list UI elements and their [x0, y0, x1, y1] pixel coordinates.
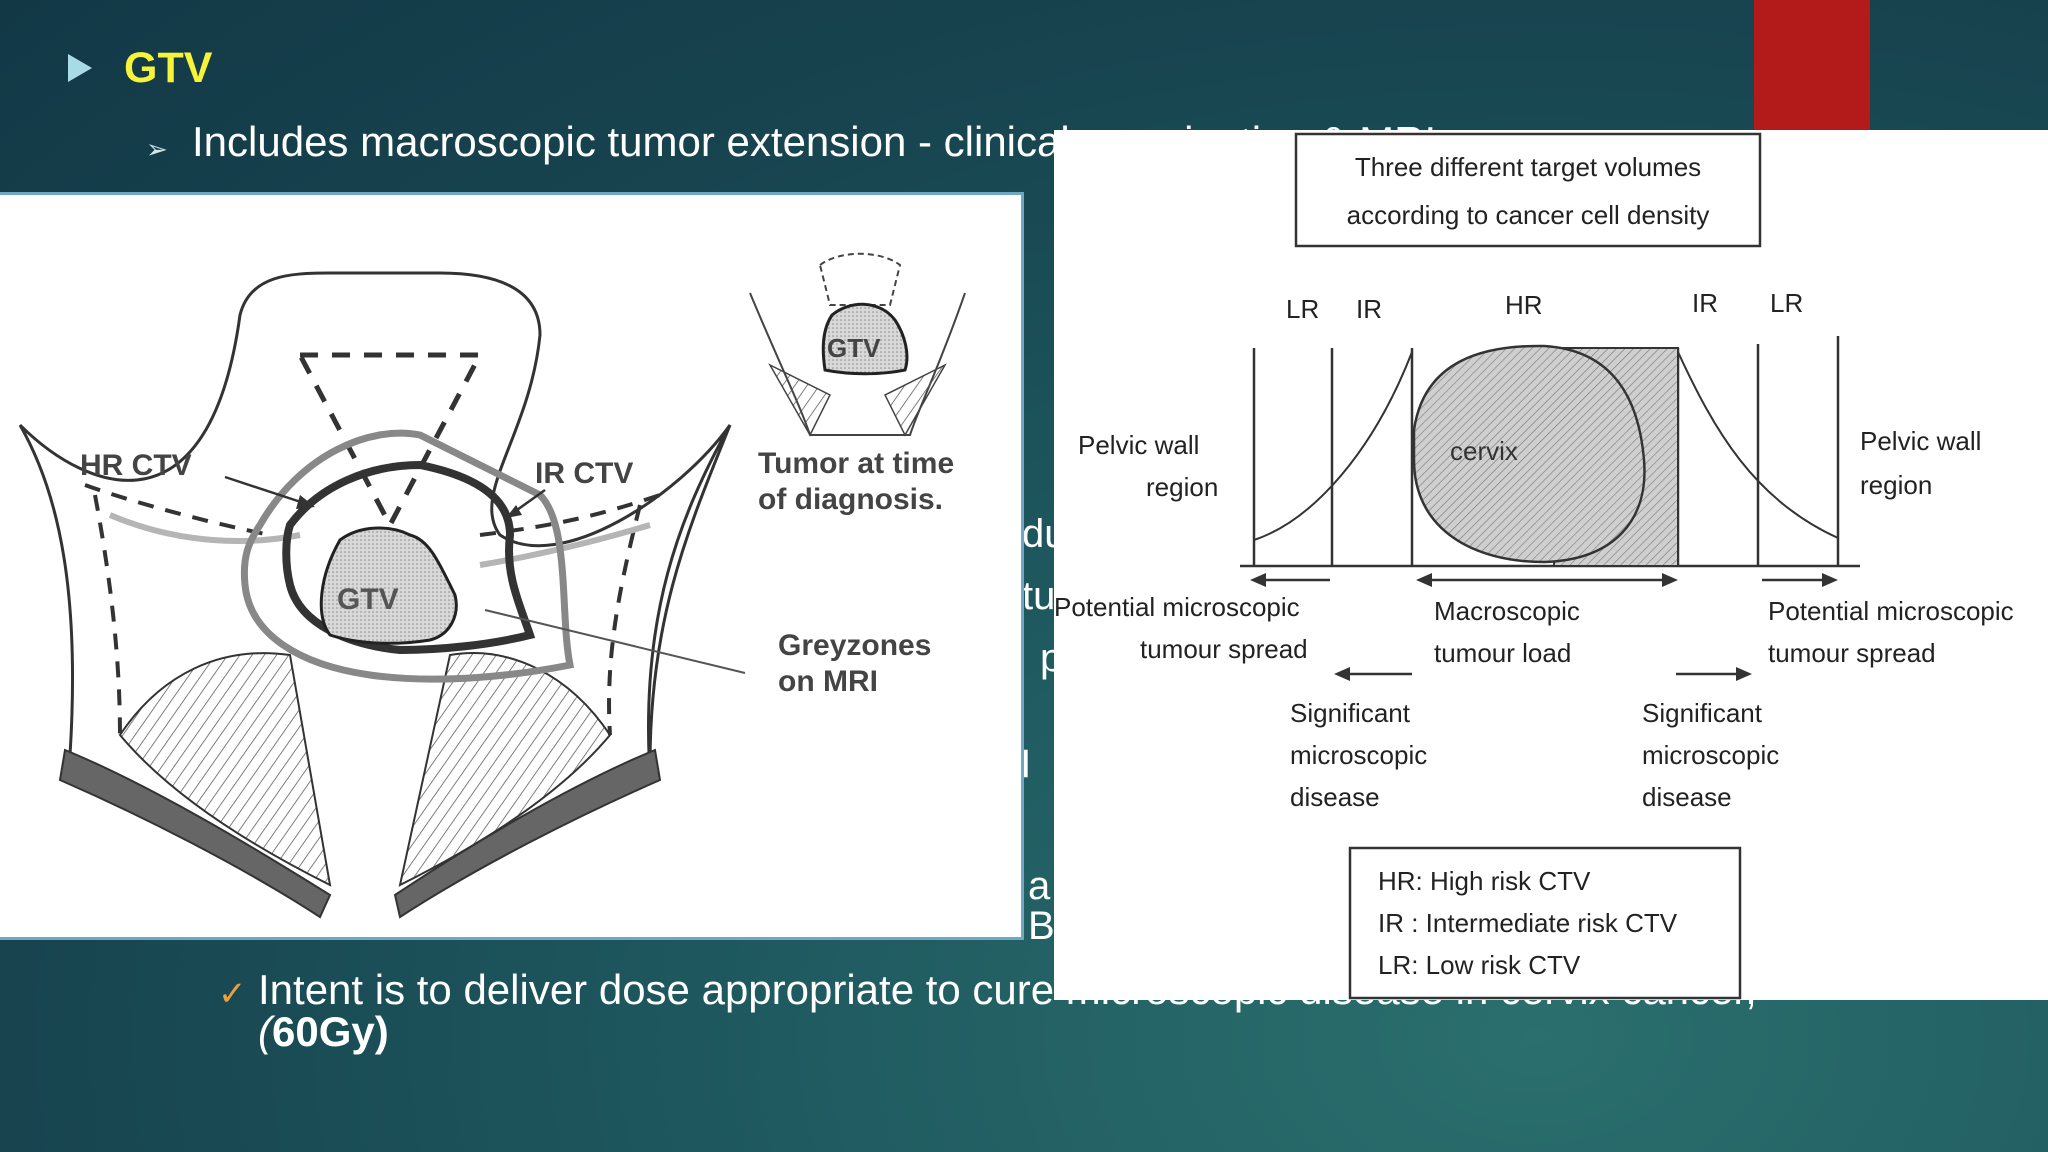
- greyzones-label-1: Greyzones: [778, 629, 931, 662]
- potential-spread-right-2: tumour spread: [1768, 638, 1936, 668]
- significant-left-1: Significant: [1290, 698, 1411, 728]
- ir-ctv-label: IR CTV: [535, 457, 633, 490]
- tumor-time-label-1: Tumor at time: [758, 447, 954, 480]
- red-accent-block: [1754, 0, 1870, 132]
- zone-label: IR: [1356, 294, 1382, 324]
- zone-label: HR: [1505, 290, 1543, 320]
- zone-label: LR: [1770, 288, 1803, 318]
- left-diagram-panel: GTV HR CTV IR CTV GTV Tumor at time of d…: [0, 192, 1024, 940]
- partially-hidden-text: B: [1028, 904, 1055, 948]
- dose-line: (60Gy): [258, 1008, 389, 1056]
- slide-title: GTV: [124, 44, 213, 92]
- significant-right-2: microscopic: [1642, 740, 1779, 770]
- zone-label: IR: [1692, 288, 1718, 318]
- macroscopic-load-2: tumour load: [1434, 638, 1571, 668]
- potential-spread-left-1: Potential microscopic: [1054, 592, 1300, 622]
- potential-spread-left-2: tumour spread: [1140, 634, 1308, 664]
- significant-right-3: disease: [1642, 782, 1732, 812]
- pelvic-wall-right-2: region: [1860, 470, 1932, 500]
- significant-left-3: disease: [1290, 782, 1380, 812]
- gtv-main-label: GTV: [337, 583, 399, 616]
- significant-right-1: Significant: [1642, 698, 1763, 728]
- arrow-bullet-icon: ➢: [146, 134, 168, 164]
- pelvic-wall-left-1: Pelvic wall: [1078, 430, 1199, 460]
- legend-hr: HR: High risk CTV: [1378, 866, 1591, 896]
- hr-ctv-label: HR CTV: [80, 449, 192, 482]
- cervix-label: cervix: [1450, 436, 1518, 466]
- target-volumes-diagram: Three different target volumes according…: [1054, 132, 2014, 1000]
- triangle-bullet-icon: [68, 54, 92, 82]
- partially-hidden-text: tu: [1022, 574, 1056, 618]
- right-diagram-panel: Three different target volumes according…: [1054, 130, 2048, 1000]
- partially-hidden-text: a: [1028, 864, 1051, 908]
- diagram-title-2: according to cancer cell density: [1347, 200, 1710, 230]
- checkmark-icon: ✓: [218, 975, 247, 1013]
- potential-spread-right-1: Potential microscopic: [1768, 596, 2014, 626]
- title-box: [1294, 132, 1762, 248]
- tumor-time-label-2: of diagnosis.: [758, 483, 943, 516]
- zone-label: LR: [1286, 294, 1319, 324]
- pelvic-wall-left-2: region: [1146, 472, 1218, 502]
- legend-ir: IR : Intermediate risk CTV: [1378, 908, 1678, 938]
- legend-lr: LR: Low risk CTV: [1378, 950, 1581, 980]
- pelvis-diagram: GTV HR CTV IR CTV GTV Tumor at time of d…: [18, 252, 966, 919]
- significant-left-2: microscopic: [1290, 740, 1427, 770]
- dose-prefix: (: [258, 1008, 272, 1055]
- pelvic-wall-right-1: Pelvic wall: [1860, 426, 1981, 456]
- diagram-title-1: Three different target volumes: [1355, 152, 1701, 182]
- legend-box: [1348, 846, 1742, 1000]
- dose-value: 60Gy): [272, 1008, 389, 1055]
- macroscopic-load-1: Macroscopic: [1434, 596, 1580, 626]
- greyzones-label-2: on MRI: [778, 665, 878, 698]
- gtv-inset-label: GTV: [827, 333, 881, 363]
